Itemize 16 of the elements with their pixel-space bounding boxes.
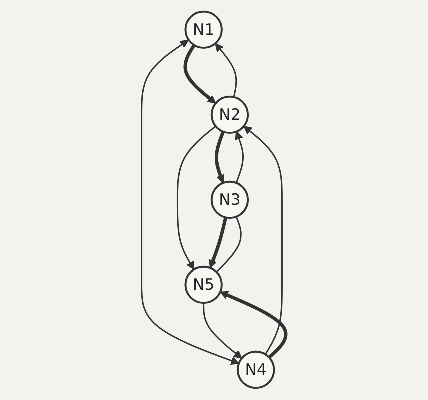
arrow <box>177 126 216 270</box>
arrow <box>235 132 244 184</box>
node-circle: N2 <box>210 96 250 134</box>
node-circle: N3 <box>210 180 250 220</box>
arrow <box>203 303 243 359</box>
arrow <box>215 43 238 98</box>
node-circle: N4 <box>237 350 276 390</box>
arrow <box>215 131 226 184</box>
arrow <box>141 40 240 366</box>
arrow <box>244 126 284 355</box>
node-circle: N5 <box>184 266 224 304</box>
arrow <box>184 44 216 104</box>
arrow <box>220 291 288 359</box>
connector <box>216 216 242 273</box>
arrow <box>209 217 228 268</box>
node-circle: N1 <box>184 10 224 50</box>
